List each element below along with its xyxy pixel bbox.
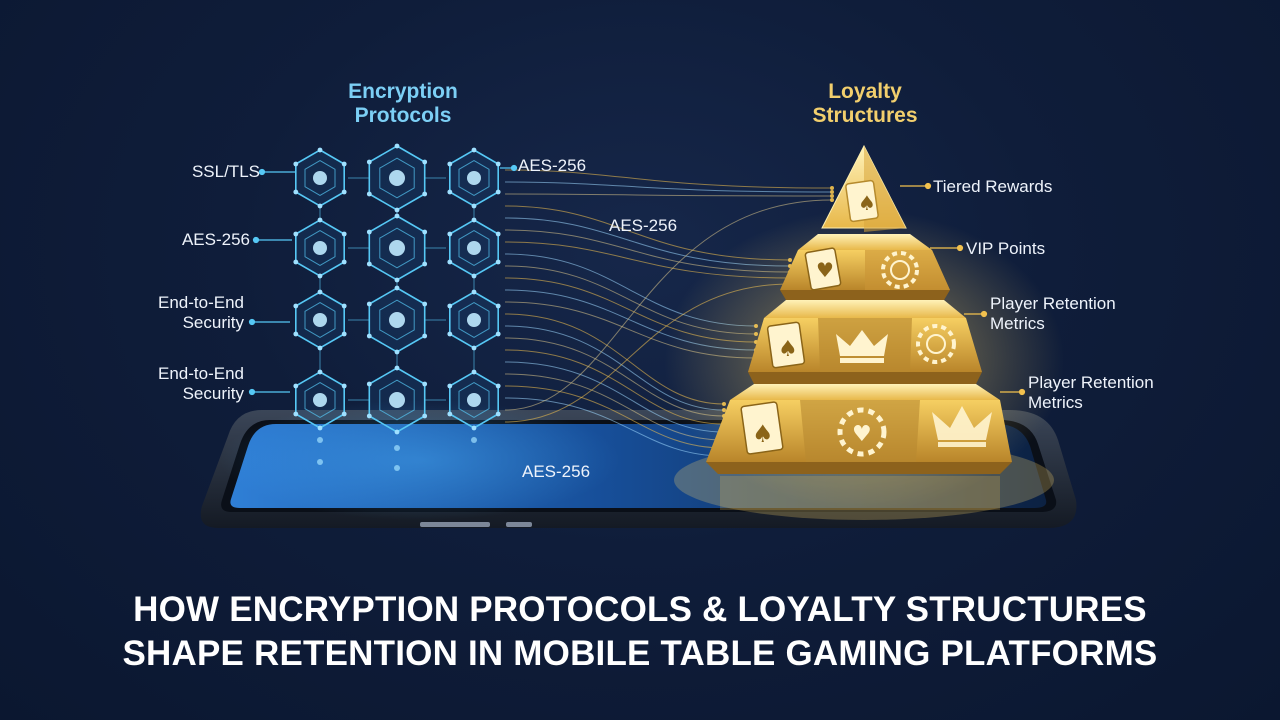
poker-chip-icon: ♥: [837, 407, 887, 457]
spade-card-icon: ♠: [845, 179, 879, 223]
svg-text:♠: ♠: [858, 191, 876, 215]
hexagon-node-icon: [447, 147, 501, 209]
svg-text:♥: ♥: [852, 422, 872, 447]
svg-text:♠: ♠: [752, 420, 774, 448]
loyalty-label-leaders: [900, 182, 1026, 396]
label-aes-bottom: AES-256: [522, 462, 591, 481]
hexagon-node-icon: [447, 369, 501, 431]
flow-endpoint: [830, 186, 834, 190]
headline: HOW ENCRYPTION PROTOCOLS & LOYALTY STRUC…: [0, 588, 1280, 676]
label-vip-points: VIP Points: [966, 239, 1046, 258]
headline-line1: HOW ENCRYPTION PROTOCOLS & LOYALTY STRUC…: [133, 590, 1147, 629]
label-e2e-2-line1: End-to-End: [158, 364, 244, 383]
flow-line: [504, 193, 833, 197]
loyalty-title-line1: Loyalty: [828, 80, 902, 103]
label-e2e-2-line2: Security: [182, 384, 244, 403]
label-aes-mid: AES-256: [609, 216, 678, 235]
spade-card-icon: ♠: [740, 401, 784, 455]
flow-line: [504, 199, 833, 411]
label-retention-1: Player Retention Metrics: [990, 294, 1116, 334]
label-e2e-1-line1: End-to-End: [158, 293, 244, 312]
label-retention-2-line2: Metrics: [1028, 393, 1083, 412]
flow-endpoint: [830, 194, 834, 198]
hexagon-node-icon: [366, 285, 428, 355]
label-aes-top: AES-256: [518, 156, 587, 175]
crown-icon: [836, 330, 888, 363]
hexagon-node-icon: [293, 369, 347, 431]
label-e2e-2: End-to-End Security: [130, 364, 244, 404]
network-node: [471, 437, 477, 443]
label-e2e-1: End-to-End Security: [130, 293, 244, 333]
flow-line: [504, 169, 833, 189]
loyalty-title-line2: Structures: [812, 104, 918, 127]
hexagon-node-icon: [293, 217, 347, 279]
label-aes-left: AES-256: [181, 230, 250, 249]
label-ssl-tls: SSL/TLS: [191, 162, 260, 181]
encryption-network: [293, 143, 501, 471]
flow-endpoint: [830, 190, 834, 194]
label-retention-2-line1: Player Retention: [1028, 373, 1154, 392]
encryption-title: Encryption Protocols: [318, 80, 488, 128]
flow-line: [504, 385, 725, 449]
hexagon-node-icon: [293, 147, 347, 209]
hexagon-node-icon: [366, 143, 428, 213]
network-node: [317, 459, 323, 465]
hexagon-node-icon: [366, 213, 428, 283]
flow-line: [504, 181, 833, 193]
network-node: [394, 445, 400, 451]
poker-chip-icon: [916, 324, 956, 364]
heart-card-icon: ♥: [804, 247, 842, 291]
poker-chip-icon: [881, 251, 919, 289]
label-retention-2: Player Retention Metrics: [1028, 373, 1154, 413]
encryption-title-line1: Encryption: [348, 80, 458, 103]
crown-icon: [932, 406, 992, 447]
label-retention-1-line2: Metrics: [990, 314, 1045, 333]
hexagon-node-icon: [447, 289, 501, 351]
label-retention-1-line1: Player Retention: [990, 294, 1116, 313]
label-tiered-rewards: Tiered Rewards: [933, 177, 1053, 196]
svg-text:♥: ♥: [816, 258, 834, 282]
encryption-label-leaders: [248, 164, 518, 396]
loyalty-title: Loyalty Structures: [790, 80, 940, 128]
network-node: [394, 465, 400, 471]
flow-endpoint: [830, 198, 834, 202]
hexagon-node-icon: [447, 217, 501, 279]
hexagon-node-icon: [293, 289, 347, 351]
svg-text:♠: ♠: [778, 337, 798, 362]
label-e2e-1-line2: Security: [182, 313, 244, 332]
hexagon-node-icon: [366, 365, 428, 435]
headline-line2: SHAPE RETENTION IN MOBILE TABLE GAMING P…: [122, 634, 1158, 673]
encryption-title-line2: Protocols: [354, 104, 452, 127]
network-node: [317, 437, 323, 443]
spade-card-icon: ♠: [766, 321, 806, 369]
